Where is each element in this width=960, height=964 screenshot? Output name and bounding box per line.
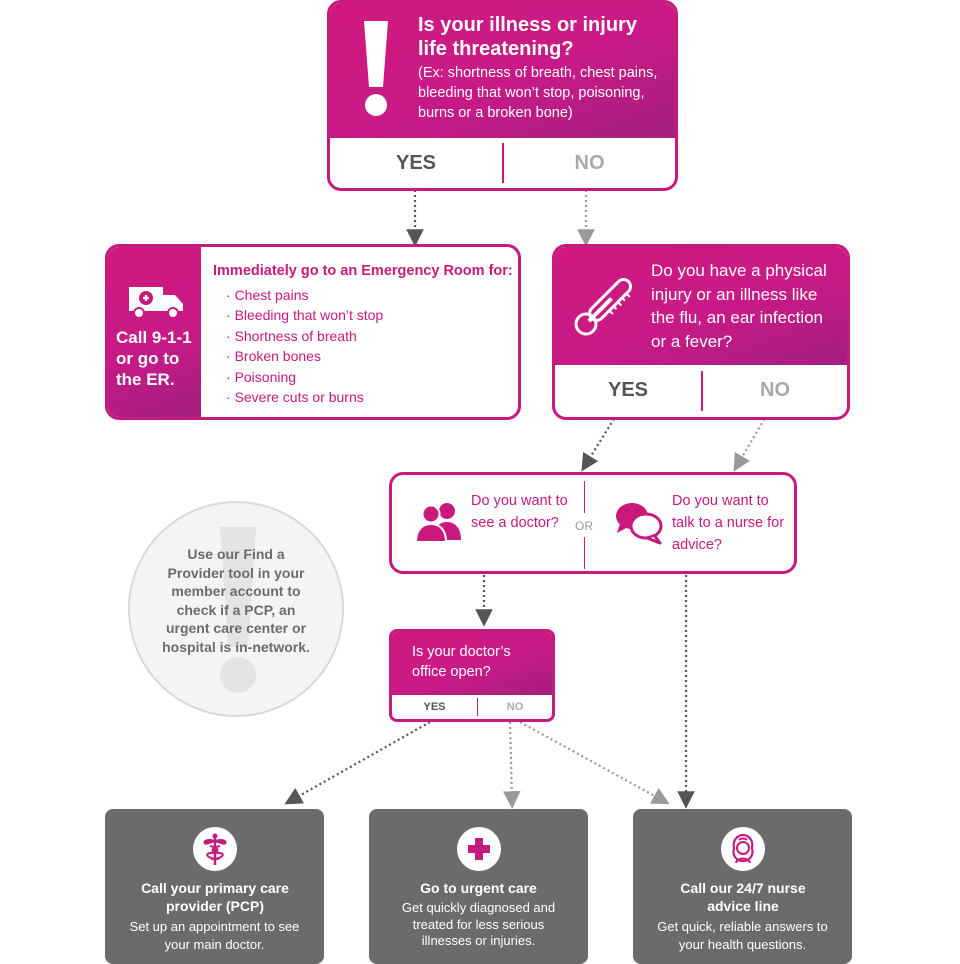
choice-divider-bottom	[584, 537, 585, 569]
people-icon	[414, 500, 464, 544]
er-item: Poisoning	[226, 367, 506, 387]
q1-yes[interactable]: YES	[395, 151, 437, 174]
er-item: Chest pains	[226, 285, 506, 305]
medical-cross-icon	[456, 827, 501, 871]
q2-no[interactable]: NO	[760, 378, 790, 401]
pcp-title: Call your primary care provider (PCP)	[141, 880, 289, 914]
er-item: Bleeding that won’t stop	[226, 305, 506, 325]
tip-text: Use our Find a Provider tool in your mem…	[162, 546, 310, 655]
find-provider-tip: Use our Find a Provider tool in your mem…	[128, 501, 344, 717]
emergency-room-box: Call 9-1-1 or go to the ER. Immediately …	[105, 244, 521, 420]
q2-title: Do you have a physical injury or an illn…	[651, 261, 827, 351]
urgent-care-title: Go to urgent care	[420, 880, 537, 896]
nurse-line-desc: Get quick, reliable answers to your heal…	[657, 919, 828, 952]
er-symptom-list: Chest pains Bleeding that won’t stop Sho…	[226, 285, 506, 407]
q1-title: Is your illness or injury life threateni…	[418, 14, 637, 60]
physical-injury-question: Do you have a physical injury or an illn…	[552, 244, 850, 420]
nurse-line-title: Call our 24/7 nurse advice line	[680, 880, 806, 914]
q2-divider	[701, 371, 703, 411]
er-item: Broken bones	[226, 346, 506, 366]
urgent-care-card[interactable]: Go to urgent care Get quickly diagnosed …	[369, 809, 588, 964]
q2-yes[interactable]: YES	[607, 378, 649, 401]
er-item: Severe cuts or burns	[226, 387, 506, 407]
life-threatening-question: Is your illness or injury life threateni…	[327, 0, 678, 191]
ambulance-icon	[127, 283, 185, 319]
er-call-text: Call 9-1-1 or go to the ER.	[116, 328, 192, 389]
q3-yes[interactable]: YES	[423, 701, 446, 713]
er-side-panel: Call 9-1-1 or go to the ER.	[108, 247, 201, 417]
urgent-care-desc: Get quickly diagnosed and treated for le…	[401, 900, 556, 948]
nurse-line-card[interactable]: Call our 24/7 nurse advice line Get quic…	[633, 809, 852, 964]
caduceus-icon	[192, 827, 237, 871]
talk-to-nurse-text[interactable]: Do you want to talk to a nurse for advic…	[672, 493, 785, 553]
choice-divider-top	[584, 481, 585, 513]
q1-examples: (Ex: shortness of breath, chest pains, b…	[418, 65, 658, 121]
call-pcp-card[interactable]: Call your primary care provider (PCP) Se…	[105, 809, 324, 964]
thermometer-icon	[567, 271, 639, 343]
arrow-q3-yes	[284, 721, 431, 805]
q2-header: Do you have a physical injury or an illn…	[555, 247, 847, 365]
nurse-icon	[720, 827, 765, 871]
q3-title: Is your doctor’s office open?	[412, 644, 511, 680]
exclamation-icon	[356, 17, 396, 117]
or-label: OR	[575, 519, 593, 533]
er-item: Shortness of breath	[226, 326, 506, 346]
q1-header: Is your illness or injury life threateni…	[330, 3, 675, 138]
arrow-q3-no-urgent	[502, 721, 521, 809]
q3-header: Is your doctor’s office open?	[392, 632, 552, 695]
q1-divider	[502, 143, 504, 183]
chat-bubbles-icon	[614, 500, 664, 546]
er-heading: Immediately go to an Emergency Room for:	[213, 263, 513, 279]
see-doctor-text[interactable]: Do you want to see a doctor?	[471, 493, 568, 531]
q1-no[interactable]: NO	[574, 151, 605, 174]
doctor-or-nurse-box: Do you want to see a doctor? OR Do you w…	[389, 472, 797, 574]
q3-no[interactable]: NO	[506, 701, 524, 713]
exclamation-watermark-icon	[214, 523, 262, 699]
pcp-desc: Set up an appointment to see your main d…	[129, 919, 300, 952]
office-open-question: Is your doctor’s office open? YES NO	[389, 629, 555, 722]
q3-divider	[477, 698, 478, 716]
arrow-q3-no-nurse	[519, 721, 670, 805]
